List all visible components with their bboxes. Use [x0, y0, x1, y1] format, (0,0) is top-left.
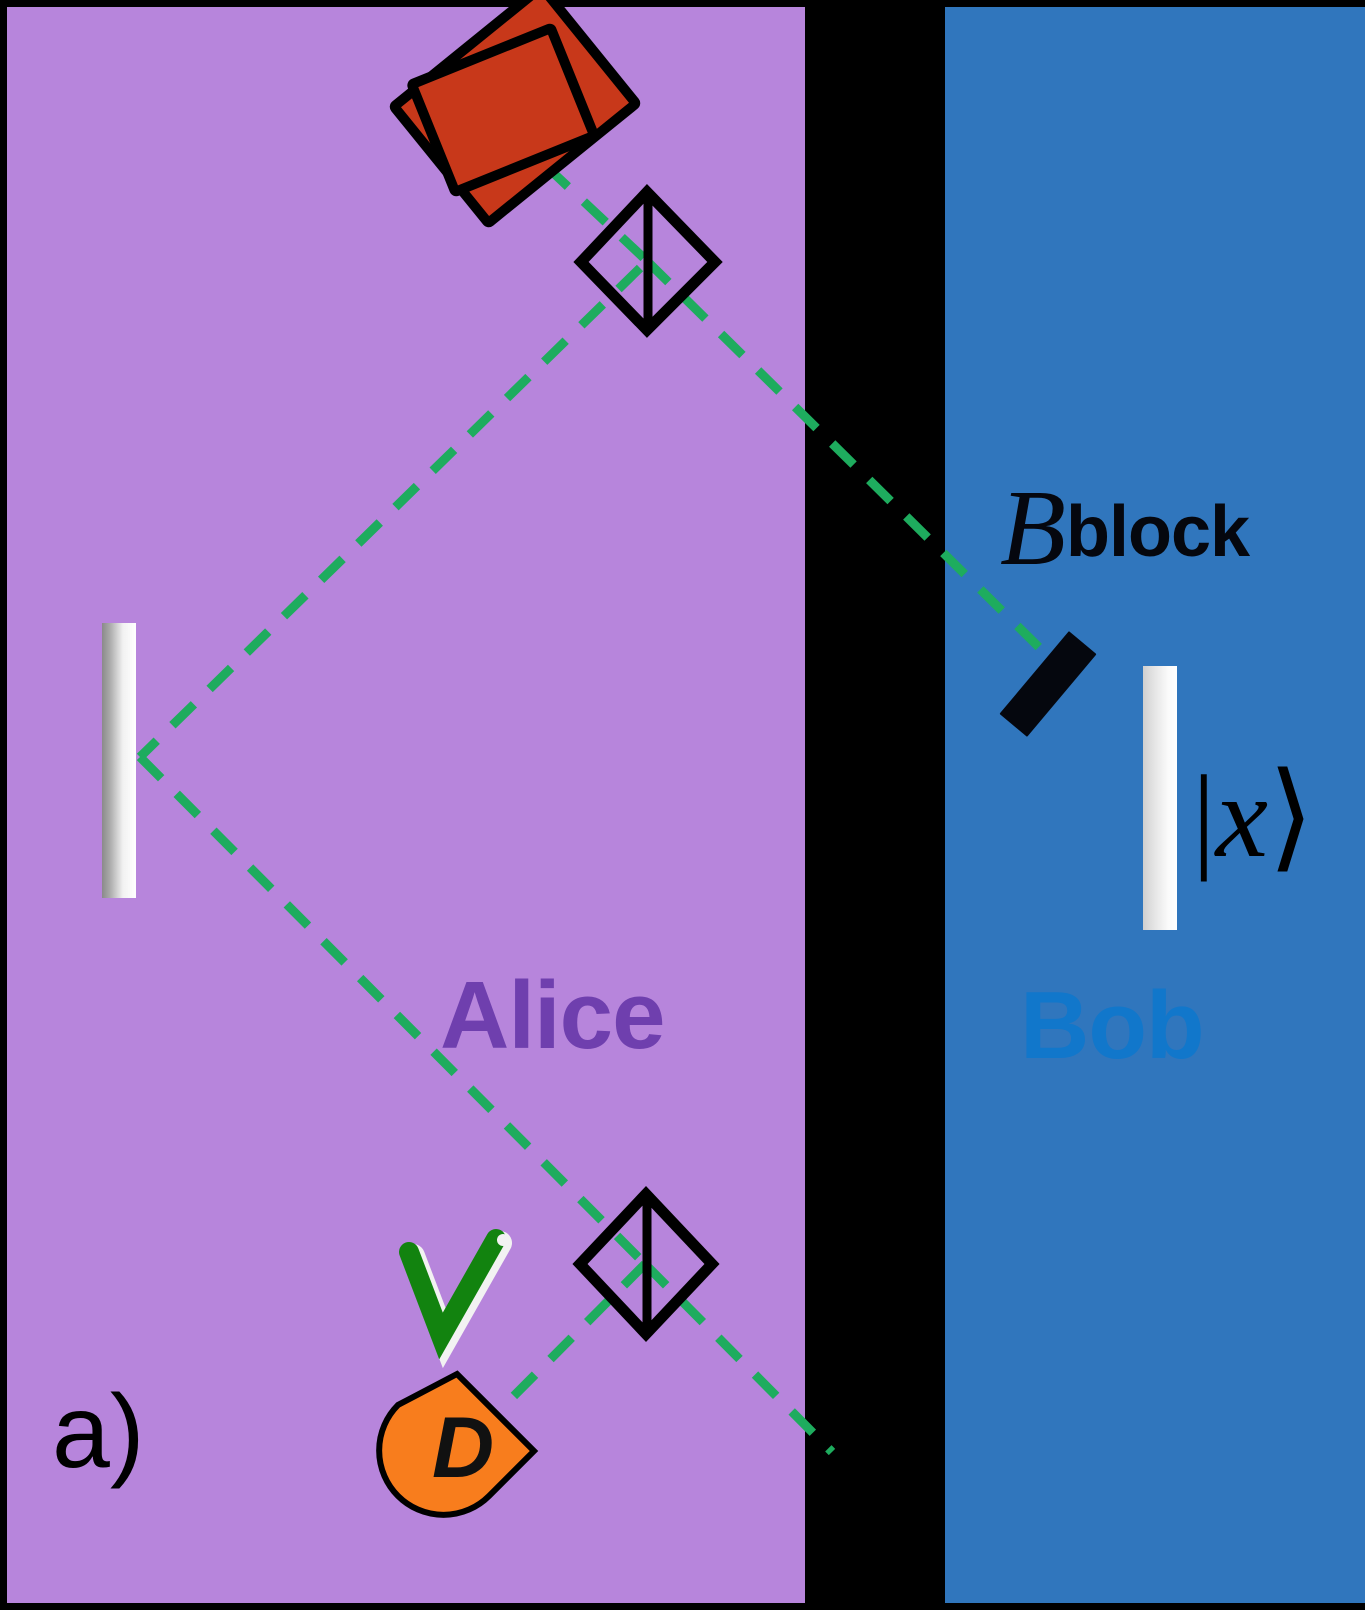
beam-segment-laser-to-bs-top	[542, 162, 651, 265]
check-mark	[399, 1229, 512, 1369]
panel-alice	[7, 7, 805, 1603]
blocker-label-symbol: B	[1000, 469, 1066, 588]
beam-splitter-top[interactable]	[573, 184, 723, 338]
ket-state-label: |x⟩	[1192, 758, 1314, 876]
check-mark-stroke	[399, 1229, 506, 1360]
detector-letter: D	[432, 1400, 495, 1496]
beam-segment-mirror-to-bs-bottom	[136, 753, 649, 1268]
beam-segment-bs-bottom-output	[641, 1260, 836, 1456]
check-mark-dot-a	[484, 1236, 500, 1252]
blocker-label: Bblock	[1000, 475, 1250, 583]
ket-bar: |	[1192, 751, 1216, 882]
detector-body	[376, 1370, 539, 1518]
laser-source[interactable]	[389, 0, 641, 228]
beam-blocker[interactable]	[999, 631, 1097, 737]
laser-body-front	[407, 23, 599, 197]
mirror-alice[interactable]	[102, 623, 136, 898]
photodetector[interactable]	[376, 1370, 539, 1518]
beam-paths	[136, 162, 1060, 1456]
beam-segment-bs-bottom-to-detector	[476, 1260, 649, 1434]
ket-angle-bracket: ⟩	[1268, 751, 1315, 882]
panel-letter: a)	[52, 1374, 145, 1490]
beam-segment-bs-top-to-blocker	[643, 257, 1060, 668]
panel-label-alice: Alice	[440, 962, 665, 1069]
blocker-label-word: block	[1065, 492, 1250, 572]
ket-symbol: x	[1215, 751, 1268, 882]
check-mark-dot-b	[497, 1234, 509, 1246]
beam-splitter-bottom[interactable]	[572, 1185, 720, 1343]
beam-segment-bs-top-to-mirror	[136, 264, 644, 761]
mirror-bob[interactable]	[1143, 666, 1177, 930]
panel-label-bob: Bob	[1020, 972, 1205, 1079]
